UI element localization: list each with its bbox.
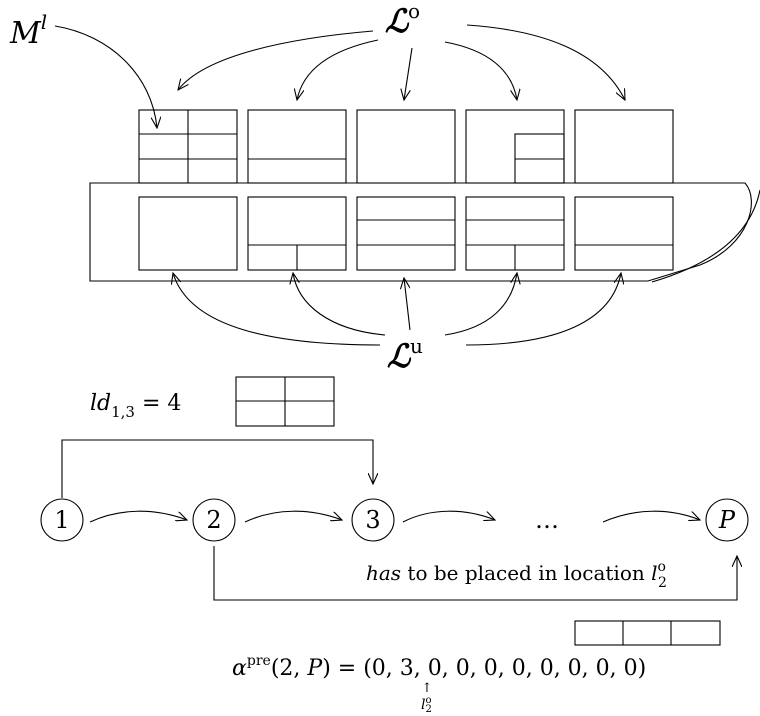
location-below-5 (574, 196, 674, 271)
node-p (705, 498, 749, 542)
arrows-l-over (178, 24, 625, 100)
alpha-pointer-arrow: ↑ (422, 681, 433, 696)
arrow-m-l (54, 25, 157, 128)
location-above-3 (356, 109, 456, 184)
svg-text:1: 1 (54, 506, 69, 534)
label-l-under: ℒu (387, 334, 423, 375)
ship-hull (89, 182, 752, 282)
arrows-l-under (173, 273, 621, 346)
below-deck-locations (138, 196, 674, 271)
bracket-2-to-p (213, 546, 737, 601)
location-below-1 (138, 196, 238, 271)
load-block-4 (235, 376, 335, 427)
location-above-2 (247, 109, 347, 184)
label-m-l: Ml (9, 10, 47, 51)
port-sequence: 1 2 3 … P (40, 498, 749, 542)
node-2 (192, 498, 236, 542)
location-below-3 (356, 196, 456, 271)
node-3 (351, 498, 395, 542)
pre-block (574, 620, 721, 646)
label-alpha-pre: αpre(2, P) = (0, 3, 0, 0, 0, 0, 0, 0, 0,… (232, 653, 646, 681)
ship-bow-curve (651, 189, 760, 283)
above-deck-locations (138, 109, 674, 184)
bracket-1-to-3 (61, 439, 373, 498)
label-ld: ld1,3 = 4 (90, 391, 181, 421)
node-ellipsis: … (535, 506, 559, 534)
svg-text:P: P (718, 506, 736, 534)
label-l-over: ℒo (385, 0, 420, 40)
node-1 (40, 498, 84, 542)
svg-text:3: 3 (365, 506, 380, 534)
location-above-5 (574, 109, 674, 184)
svg-text:2: 2 (206, 506, 221, 534)
